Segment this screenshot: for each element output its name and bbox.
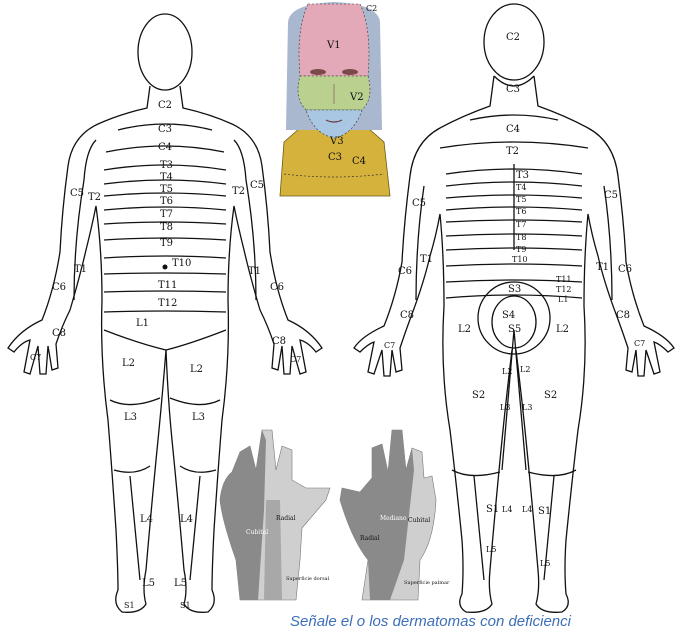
front-label: L1 (136, 318, 149, 329)
front-label: T5 (160, 184, 173, 195)
front-label: L5 (174, 578, 187, 589)
back-label: T9 (516, 245, 526, 254)
back-label: C5 (412, 198, 426, 209)
back-label: C3 (506, 84, 520, 95)
back-label: L3 (522, 403, 532, 412)
back-label: S2 (472, 390, 485, 401)
front-label: C2 (158, 100, 172, 111)
back-label: T4 (516, 183, 526, 192)
back-label: T5 (516, 195, 526, 204)
back-label: C2 (506, 32, 520, 43)
front-label: T11 (158, 280, 177, 291)
back-label: T7 (516, 220, 526, 229)
back-label: T2 (506, 146, 519, 157)
back-label: L5 (540, 559, 550, 568)
front-label: L5 (142, 578, 155, 589)
front-label: L3 (192, 412, 205, 423)
back-label: S1 (538, 506, 551, 517)
back-label: S1 (486, 504, 499, 515)
hand-label: Cubital (408, 517, 430, 524)
back-label: C7 (384, 341, 395, 350)
face-label: C4 (352, 156, 366, 167)
front-label: C7 (290, 355, 301, 364)
back-label: L2 (502, 367, 512, 376)
back-label: C8 (400, 310, 414, 321)
front-label: C5 (250, 180, 264, 191)
front-label: C8 (52, 328, 66, 339)
face-label: V2 (349, 92, 364, 103)
front-label: T2 (88, 192, 101, 203)
front-label: C8 (272, 336, 286, 347)
hand-label: Radial (276, 515, 296, 522)
front-label: T1 (248, 266, 261, 277)
front-label: T6 (160, 196, 173, 207)
front-label: C7 (30, 353, 41, 362)
hands-inset: Cubital Radial Superficie dorsal Mediano… (220, 430, 450, 600)
front-label: C5 (70, 188, 84, 199)
front-label: L4 (140, 514, 153, 525)
front-label: C6 (52, 282, 66, 293)
front-label: S1 (180, 601, 191, 610)
hand-label: Radial (360, 535, 380, 542)
front-label: L2 (190, 364, 203, 375)
back-label: L2 (458, 324, 471, 335)
front-label: C6 (270, 282, 284, 293)
front-label: T2 (232, 186, 245, 197)
front-label: C4 (158, 142, 172, 153)
back-label: C5 (604, 190, 618, 201)
back-label: S5 (508, 324, 521, 335)
back-label: S4 (502, 310, 515, 321)
hand-label: Superficie dorsal (286, 576, 330, 582)
front-label: S1 (124, 601, 135, 610)
back-label: C7 (634, 339, 645, 348)
hand-label: Superficie palmar (404, 580, 450, 586)
back-label: T11 (556, 275, 572, 284)
dorsal-hand-ulnar (220, 430, 266, 600)
front-label: C3 (158, 124, 172, 135)
back-label: C4 (506, 124, 520, 135)
front-label: T7 (160, 209, 173, 220)
back-label: L4 (522, 505, 532, 514)
back-label: C8 (616, 310, 630, 321)
front-label: T12 (158, 298, 177, 309)
back-label: T1 (420, 254, 433, 265)
front-label: L4 (180, 514, 193, 525)
face-label: C3 (328, 152, 342, 163)
navel-marker (163, 265, 168, 270)
hand-label: Cubital (246, 529, 268, 536)
back-label: T6 (516, 207, 526, 216)
back-label: T8 (516, 233, 526, 242)
front-label: L3 (124, 412, 137, 423)
back-label: C6 (618, 264, 632, 275)
face-label: V1 (326, 40, 341, 51)
back-label: T12 (556, 285, 572, 294)
face-dermatome-inset: C2 V1 V2 V3 C3 C4 (280, 2, 390, 196)
front-label: T4 (160, 172, 173, 183)
front-label: L2 (122, 358, 135, 369)
face-label: V3 (329, 136, 344, 147)
hand-label: Mediano (380, 515, 407, 522)
back-label: T1 (596, 262, 609, 273)
front-label: T8 (160, 222, 173, 233)
face-label: C2 (366, 4, 377, 13)
back-label: L2 (520, 365, 530, 374)
front-label: T1 (74, 264, 87, 275)
front-label: T3 (160, 160, 173, 171)
back-label: T3 (516, 170, 529, 181)
back-label: S2 (544, 390, 557, 401)
back-label: T10 (512, 255, 528, 264)
back-label: L4 (502, 505, 512, 514)
back-label: L3 (500, 403, 510, 412)
question-caption: Señale el o los dermatomas con deficienc… (290, 613, 684, 630)
back-label: S3 (508, 284, 521, 295)
back-label: L2 (556, 324, 569, 335)
back-label: L5 (486, 545, 496, 554)
front-label: T9 (160, 238, 173, 249)
back-label: L1 (558, 295, 568, 304)
back-label: C6 (398, 266, 412, 277)
front-label: T10 (172, 258, 191, 269)
